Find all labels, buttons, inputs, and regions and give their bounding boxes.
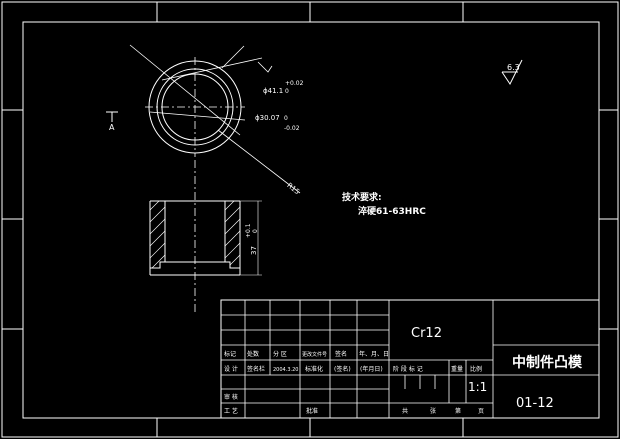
cell-no: 第 bbox=[455, 407, 461, 415]
cell-signature: 签名 bbox=[335, 350, 347, 358]
material-text: Cr12 bbox=[411, 326, 442, 341]
title-block: Cr12 中制件凸模 01-12 1:1 标记 处数 分 区 更改文件号 签名 … bbox=[220, 299, 600, 419]
dim-line-1 bbox=[129, 44, 241, 136]
front-view: 37 +0.1 0 bbox=[149, 160, 262, 315]
cell-mark: 标记 bbox=[224, 350, 236, 358]
cell-standard: 标准化 bbox=[305, 365, 323, 373]
section-marker: A bbox=[106, 111, 118, 132]
dim-line-3 bbox=[149, 111, 246, 121]
scale-text: 1:1 bbox=[468, 380, 487, 394]
cell-date: 年、月、日 bbox=[359, 350, 389, 358]
outer-dia-tol-low: 0 bbox=[285, 88, 289, 95]
section-letter: A bbox=[109, 123, 115, 132]
dim-line-5 bbox=[221, 45, 245, 69]
cell-total: 共 bbox=[402, 407, 408, 415]
cell-design-date: 2004.3.20 bbox=[273, 367, 298, 373]
tech-requirement: 淬硬61-63HRC bbox=[358, 205, 426, 217]
cell-standard-date: (年月日) bbox=[360, 365, 383, 373]
cell-zone: 分 区 bbox=[273, 350, 287, 358]
drawing-number-text: 01-12 bbox=[516, 396, 554, 411]
cell-standard-sign: (签名) bbox=[334, 365, 351, 373]
cell-scale: 比例 bbox=[470, 365, 482, 373]
part-name-text: 中制件凸模 bbox=[512, 354, 583, 371]
outer-dia-label: ϕ41.1 bbox=[263, 87, 283, 95]
chamfer-label: R15 bbox=[285, 181, 301, 196]
hatch-left bbox=[149, 200, 166, 269]
dim-line-4 bbox=[217, 129, 301, 194]
cell-approve: 批准 bbox=[306, 407, 318, 415]
height-tol: +0.1 bbox=[245, 223, 252, 238]
inner-dia-label: ϕ30.07 bbox=[255, 114, 280, 122]
inner-dia-tol: 0 bbox=[284, 115, 288, 122]
top-view: ϕ41.1 +0.02 0 ϕ30.07 0 -0.02 R15 bbox=[129, 44, 304, 196]
dim-line-2 bbox=[161, 57, 263, 81]
cell-weight: 重量 bbox=[451, 365, 463, 373]
cell-review: 审 核 bbox=[224, 393, 238, 401]
height-tol-low: 0 bbox=[252, 229, 259, 233]
height-label: 37 bbox=[250, 246, 258, 255]
cell-change-doc: 更改文件号 bbox=[302, 351, 327, 358]
outer-dia-tol: +0.02 bbox=[285, 80, 304, 87]
cell-sheets: 张 bbox=[430, 407, 436, 415]
tech-title: 技术要求: bbox=[342, 191, 382, 203]
roughness-value: 6.3 bbox=[507, 63, 520, 72]
arrow-mark bbox=[257, 61, 273, 73]
cell-count: 处数 bbox=[247, 350, 259, 358]
hatch-right bbox=[224, 200, 241, 266]
cell-process: 工 艺 bbox=[224, 407, 238, 415]
cell-page: 页 bbox=[478, 408, 484, 415]
cell-design-sign: 签名栏 bbox=[247, 365, 265, 373]
cell-stage: 阶 段 标 记 bbox=[393, 365, 423, 373]
cell-design: 设 计 bbox=[224, 365, 238, 373]
roughness-symbol: 6.3 bbox=[501, 59, 523, 85]
inner-dia-tol-low: -0.02 bbox=[284, 125, 300, 132]
